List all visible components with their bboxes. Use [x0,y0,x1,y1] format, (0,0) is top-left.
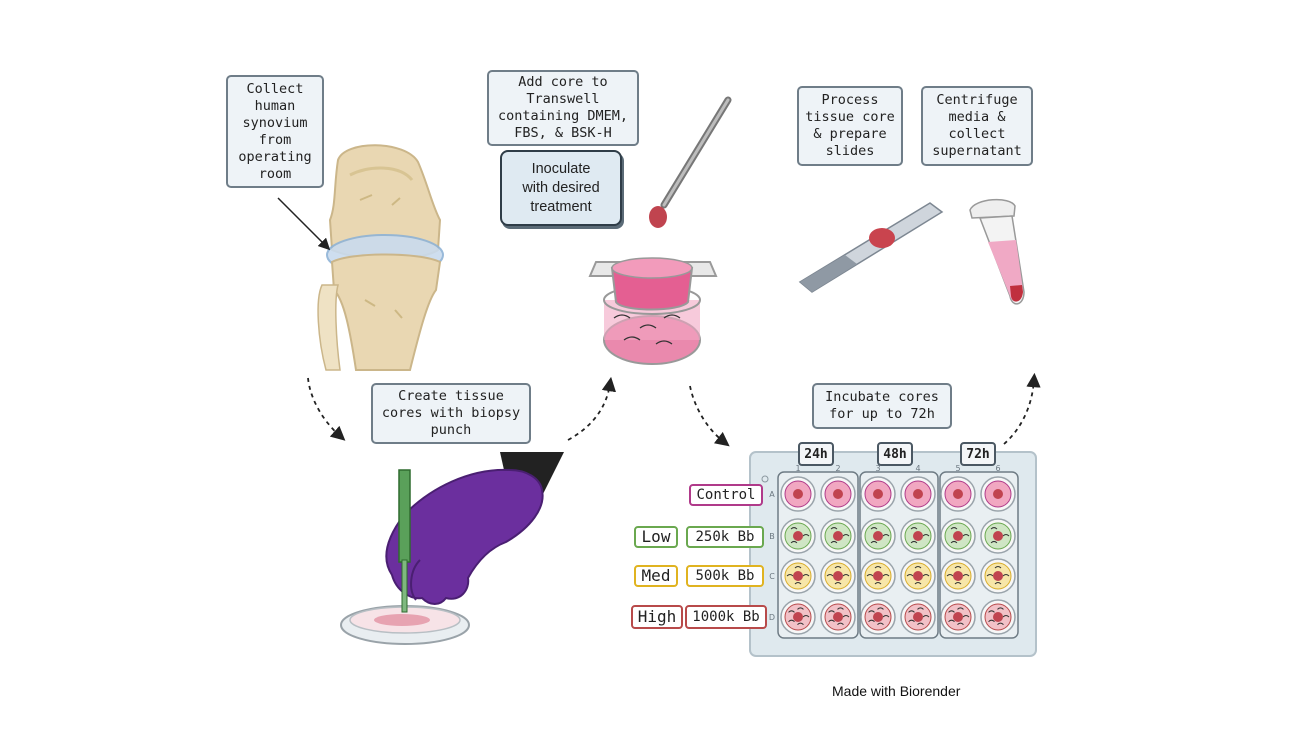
well [860,558,896,594]
well [900,518,936,554]
inoculate-line: treatment [530,198,592,215]
knee-joint-icon [317,144,444,371]
transwell-icon [588,257,718,365]
arrow-to-core [307,377,346,441]
transwell-line: containing DMEM, [497,108,629,124]
biopsy-punch-icon [398,469,411,613]
incubate-line: for up to 72h [829,406,935,422]
inoculate-step-box: Inoculate with desired treatment [500,150,622,226]
row-letter: A [769,490,775,499]
well [860,518,896,554]
column-number: 3 [875,464,880,473]
tweezers-icon [649,96,732,228]
well [820,558,856,594]
column-number: 1 [795,464,800,473]
column-number: 6 [995,464,1000,473]
well [900,599,936,635]
well [980,558,1016,594]
well [980,599,1016,635]
well [860,476,896,512]
inoculate-line: with desired [522,179,600,196]
collect-line: from [258,131,292,148]
well [780,518,816,554]
dose-1000k: 1000k Bb [685,605,767,629]
well [940,558,976,594]
well-plate: 1 2 3 4 5 6A B C D [749,451,1037,657]
well [820,599,856,635]
timepoint-72h: 72h [960,442,996,466]
transwell-line: FBS, & BSK-H [514,125,612,141]
core-line: cores with biopsy [381,405,521,421]
well [940,476,976,512]
timepoint-48h: 48h [877,442,913,466]
arrow-to-analysis [1003,372,1041,445]
process-line: Process [821,92,879,108]
collect-line: Collect [246,80,304,97]
well [980,518,1016,554]
well [780,558,816,594]
column-number: 2 [835,464,840,473]
centrifuge-line: supernatant [932,143,1022,159]
level-high: High [631,605,683,629]
well [820,476,856,512]
centrifuge-line: Centrifuge [936,92,1018,108]
level-low: Low [634,526,678,548]
well [980,476,1016,512]
arrow-to-plate [689,385,730,447]
process-line: tissue core [805,109,895,125]
core-line: Create tissue [398,388,504,404]
core-line: punch [430,422,472,438]
row-letter: C [769,572,775,581]
centrifuge-line: media & [948,109,1006,125]
column-number: 5 [955,464,960,473]
slide-icon [798,202,944,293]
column-number: 4 [915,464,920,473]
well [900,476,936,512]
well [820,518,856,554]
dose-250k: 250k Bb [686,526,764,548]
dose-control: Control [689,484,763,506]
timepoint-24h: 24h [798,442,834,466]
collect-line: human [254,97,296,114]
row-letter: B [769,532,775,541]
arrow-to-transwell [567,376,617,441]
inoculate-line: Inoculate [531,160,591,177]
process-line: & prepare [813,126,887,142]
well [900,558,936,594]
collect-line: room [258,165,292,182]
level-med: Med [634,565,678,587]
well [860,599,896,635]
well [780,476,816,512]
transwell-line: Add core to [518,74,608,90]
transwell-line: Transwell [526,91,600,107]
row-letter: D [769,613,775,622]
collect-line: synovium [242,114,308,131]
well [780,599,816,635]
well [940,599,976,635]
tube-icon [969,198,1025,305]
credit-text: Made with Biorender [832,683,961,699]
glove-icon [385,452,564,605]
dose-500k: 500k Bb [686,565,764,587]
incubate-line: Incubate cores [825,389,939,405]
centrifuge-line: collect [948,126,1006,142]
well [940,518,976,554]
process-line: slides [825,143,875,159]
collect-line: operating [238,148,312,165]
